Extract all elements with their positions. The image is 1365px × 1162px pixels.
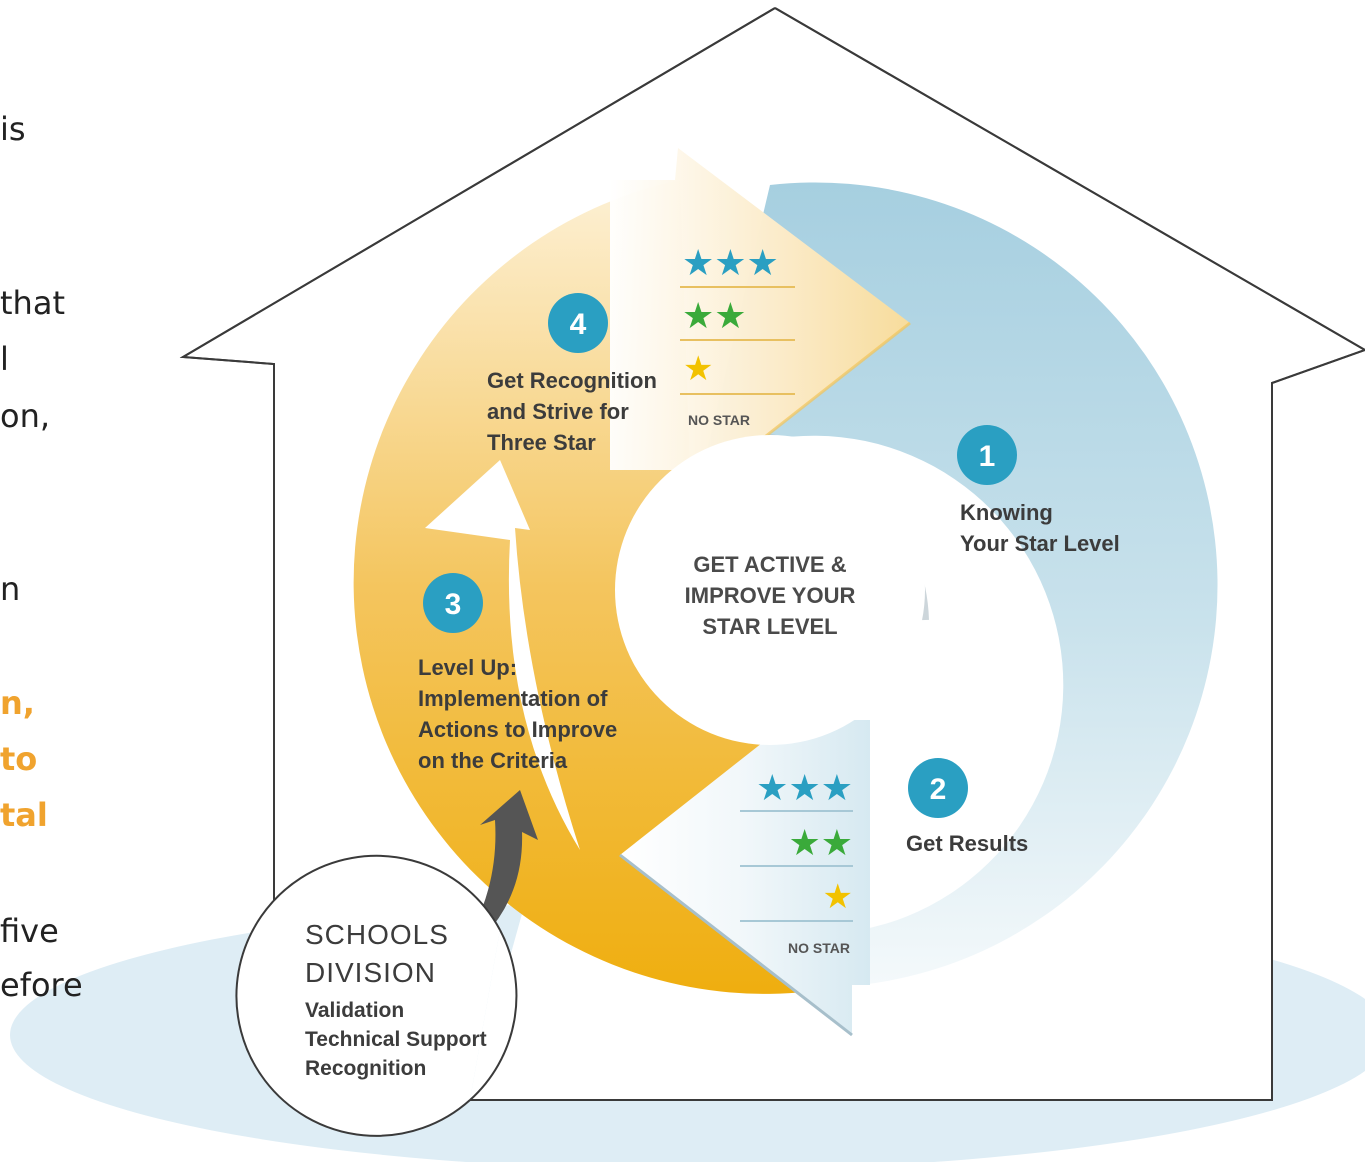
center-text-2: IMPROVE YOUR: [685, 583, 856, 608]
level-up-arrow: [425, 460, 580, 850]
step-4-label-2: and Strive for: [487, 399, 629, 424]
step-3-label-1: Level Up:: [418, 655, 517, 680]
lower-two-star: ★★: [788, 822, 853, 863]
lower-three-star: ★★★: [756, 767, 853, 808]
left-text-7: efore: [0, 966, 83, 1004]
step-4-label-1: Get Recognition: [487, 368, 657, 393]
left-text-orange-2: to: [0, 740, 38, 778]
left-text-1: is: [0, 110, 26, 148]
upper-two-star: ★★: [682, 295, 747, 336]
arrow-results: [620, 672, 870, 1035]
lower-no-star: NO STAR: [788, 940, 850, 956]
left-text-orange-1: n,: [0, 684, 35, 722]
schools-division-circle: [235, 854, 501, 1137]
step-4-badge: [548, 293, 608, 353]
support-arrow: [450, 790, 538, 965]
step-1-badge: [957, 425, 1017, 485]
step-4-label-3: Three Star: [487, 430, 596, 455]
step-3-number: 3: [445, 588, 462, 621]
lower-one-star: ★: [823, 878, 853, 916]
step-3-label-3: Actions to Improve: [418, 717, 617, 742]
step-3-label-4: on the Criteria: [418, 748, 568, 773]
step-1-label-2: Your Star Level: [960, 531, 1120, 556]
left-text-5: n: [0, 570, 21, 608]
left-text-orange-3: tal: [0, 796, 48, 834]
left-text-4: on,: [0, 397, 51, 435]
left-text-3: l: [0, 340, 9, 378]
schools-division-item-2: Technical Support: [305, 1028, 487, 1051]
left-text-6: five: [0, 912, 59, 950]
step-3-badge: [423, 573, 483, 633]
left-text-2: that: [0, 284, 65, 322]
schools-division-title-2: DIVISION: [305, 957, 436, 988]
schools-division-item-1: Validation: [305, 999, 404, 1022]
center-circle: [615, 435, 925, 745]
step-3-label-2: Implementation of: [418, 686, 608, 711]
step-2-number: 2: [930, 773, 947, 806]
step-4-number: 4: [570, 308, 587, 341]
upper-no-star: NO STAR: [688, 412, 750, 428]
upper-one-star: ★: [683, 350, 713, 388]
upper-three-star: ★★★: [682, 242, 779, 283]
step-2-label-1: Get Results: [906, 831, 1028, 856]
center-text-1: GET ACTIVE &: [693, 552, 846, 577]
step-1-label-1: Knowing: [960, 500, 1053, 525]
step-2-badge: [908, 758, 968, 818]
arrow-recognition: [610, 148, 910, 505]
step-1-number: 1: [979, 440, 996, 473]
center-text-3: STAR LEVEL: [702, 614, 837, 639]
schools-division-title-1: SCHOOLS: [305, 919, 449, 950]
schools-division-item-3: Recognition: [305, 1057, 426, 1080]
